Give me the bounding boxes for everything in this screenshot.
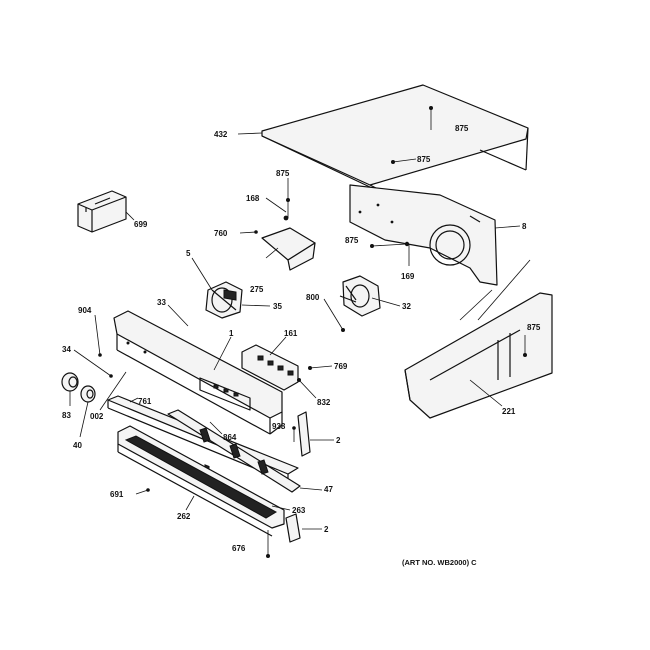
callout-904: 904 — [78, 306, 92, 315]
packaged-part-box — [77, 190, 127, 233]
fan-motor — [339, 275, 381, 317]
callout-832: 832 — [317, 398, 331, 407]
knob-40 — [80, 385, 96, 403]
top-cover-panel — [261, 84, 529, 201]
callout-761: 761 — [138, 397, 152, 406]
callout-161: 161 — [284, 329, 298, 338]
callout-938: 938 — [272, 422, 286, 431]
side-trim-upper — [297, 411, 311, 457]
callout-40: 40 — [73, 441, 82, 450]
callout-34: 34 — [62, 345, 71, 354]
callout-35: 35 — [273, 302, 282, 311]
motor-assembly — [205, 281, 243, 319]
callout-875-side: 875 — [527, 323, 541, 332]
callout-676: 676 — [232, 544, 246, 553]
callout-760: 760 — [214, 229, 228, 238]
side-trim-lower — [285, 513, 301, 543]
callout-432: 432 — [214, 130, 228, 139]
callout-875-rear: 875 — [345, 236, 359, 245]
callout-8: 8 — [522, 222, 527, 231]
callout-5: 5 — [186, 249, 191, 258]
vent-grille — [117, 425, 285, 537]
callout-002: 002 — [90, 412, 104, 421]
callout-691: 691 — [110, 490, 124, 499]
callout-83: 83 — [62, 411, 71, 420]
callout-275: 275 — [250, 285, 264, 294]
callout-769: 769 — [334, 362, 348, 371]
control-panel — [113, 310, 283, 471]
touch-control-board — [241, 344, 299, 391]
callout-168: 168 — [246, 194, 260, 203]
callout-2-upper: 2 — [336, 436, 341, 445]
callout-875-top: 875 — [455, 124, 469, 133]
callout-262: 262 — [177, 512, 191, 521]
callout-47: 47 — [324, 485, 333, 494]
callout-32: 32 — [402, 302, 411, 311]
callout-1: 1 — [229, 329, 234, 338]
mounting-bracket — [261, 227, 316, 271]
knob-83 — [61, 372, 79, 392]
callout-699: 699 — [134, 220, 148, 229]
callout-221: 221 — [502, 407, 516, 416]
side-panel — [404, 292, 553, 419]
callout-864: 864 — [223, 433, 237, 442]
callout-labels: 432 875 875 875 168 699 760 8 875 5 169 … — [62, 124, 541, 567]
leader-lines — [69, 108, 531, 556]
callout-875-bracket: 875 — [276, 169, 290, 178]
art-number: (ART NO. WB2000) C — [402, 558, 477, 567]
callout-2-lower: 2 — [324, 525, 329, 534]
callout-875-cover: 875 — [417, 155, 431, 164]
callout-263: 263 — [292, 506, 306, 515]
callout-169: 169 — [401, 272, 415, 281]
inner-channel — [167, 409, 301, 493]
callout-33: 33 — [157, 298, 166, 307]
rear-bracket — [349, 184, 498, 286]
callout-800: 800 — [306, 293, 320, 302]
